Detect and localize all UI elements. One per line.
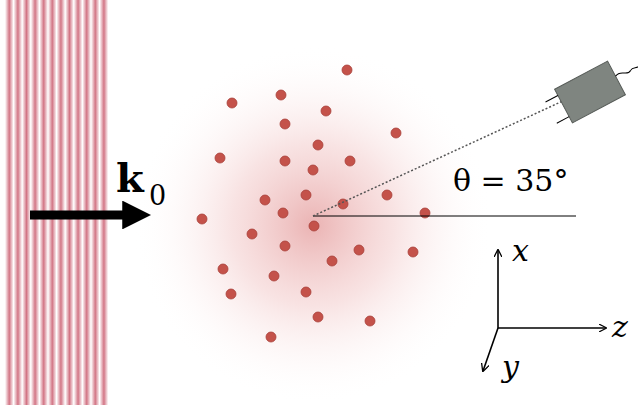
axis-label: z [612, 312, 628, 342]
scatterer-dot [313, 312, 323, 322]
wavefront-stripe [74, 0, 83, 405]
reference-line [313, 216, 576, 217]
cloud-glow [128, 40, 498, 405]
scatterer-dot [313, 140, 323, 150]
scatterer-dot [226, 289, 236, 299]
scatterer-dot [365, 316, 375, 326]
wave-vector-subscript: 0 [149, 182, 166, 209]
axis-label: y [502, 352, 519, 382]
detector-symbol [542, 49, 638, 129]
scatterer-dot [345, 156, 355, 166]
scatterer-dot [354, 245, 364, 255]
wavefront-stripe [22, 0, 31, 405]
scatterer-dot [247, 229, 257, 239]
plane-wave [5, 0, 108, 405]
scatterer-dot [218, 264, 228, 274]
scatterer-dot [278, 208, 288, 218]
wavefront-stripe [100, 0, 109, 405]
scatterer-dot [342, 65, 352, 75]
scatterer-dot [408, 247, 418, 257]
scatterer-dot [280, 241, 290, 251]
wavefront-stripe [5, 0, 14, 405]
scatterer-dot [321, 106, 331, 116]
scatterer-dot [382, 190, 392, 200]
wavefront-stripe [14, 0, 23, 405]
scatterer-dot [269, 271, 279, 281]
wavefront-stripe [31, 0, 40, 405]
wavefront-stripe [39, 0, 48, 405]
wavefront-stripe [48, 0, 57, 405]
scatterer-dot [391, 128, 401, 138]
atom-cloud [197, 65, 430, 342]
wavefront-stripe [82, 0, 91, 405]
scatterer-dot [266, 332, 276, 342]
scatterer-dot [301, 190, 311, 200]
axis-label: x [512, 236, 529, 266]
wavefront-stripe [57, 0, 66, 405]
detection-direction [313, 100, 565, 216]
scatterer-dot [276, 90, 286, 100]
wave-vector-symbol: k [116, 158, 144, 198]
scatterer-dot [301, 287, 311, 297]
scatterer-dot [215, 153, 225, 163]
scatterer-dot [227, 98, 237, 108]
scatterer-dot [280, 156, 290, 166]
wave-vector-arrow [30, 211, 128, 220]
scatterer-dot [260, 195, 270, 205]
scatterer-dot [309, 221, 319, 231]
wavefront-stripe [91, 0, 100, 405]
angle-label: θ = 35° [453, 166, 568, 196]
scatterer-dot [327, 256, 337, 266]
wavefront-stripe [65, 0, 74, 405]
scatterer-dot [308, 165, 318, 175]
scatterer-dot [280, 119, 290, 129]
axes-symbol [483, 250, 606, 371]
scatterer-dot [197, 214, 207, 224]
